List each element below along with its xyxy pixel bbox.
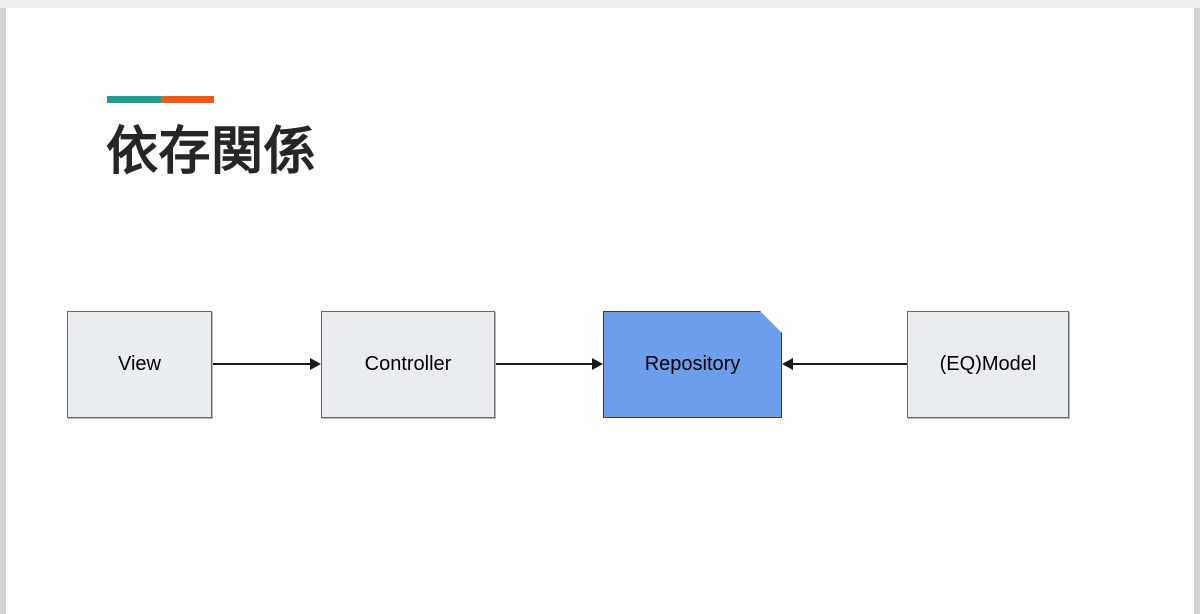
- accent-bar-teal-segment: [107, 96, 161, 103]
- edge-model-to-repository-arrowhead: [782, 357, 793, 370]
- diagram-node-model[interactable]: (EQ)Model: [907, 311, 1069, 418]
- edge-controller-to-repository-line: [496, 363, 592, 365]
- diagram-node-controller-label: Controller: [364, 353, 452, 375]
- slide-canvas: 依存関係 View Controller Repository: [6, 8, 1194, 614]
- edge-view-to-controller-line: [213, 363, 310, 365]
- dependency-diagram: View Controller Repository (EQ)Model: [6, 8, 1194, 614]
- diagram-node-model-label: (EQ)Model: [939, 353, 1037, 375]
- edge-controller-to-repository-arrowhead: [592, 357, 603, 370]
- edge-view-to-controller-arrowhead: [310, 357, 321, 370]
- slide-top-band: [0, 0, 1200, 8]
- diagram-node-view[interactable]: View: [67, 311, 212, 418]
- slide-right-edge: [1194, 8, 1200, 614]
- diagram-node-view-label: View: [118, 353, 161, 375]
- slide-left-edge: [0, 8, 6, 614]
- title-accent-bar: [107, 96, 214, 103]
- diagram-node-controller[interactable]: Controller: [321, 311, 495, 418]
- diagram-node-repository[interactable]: Repository: [603, 311, 782, 418]
- diagram-node-repository-label: Repository: [644, 353, 741, 375]
- page-title: 依存関係: [106, 123, 317, 181]
- accent-bar-orange-segment: [160, 96, 214, 103]
- edge-model-to-repository-line: [793, 363, 907, 365]
